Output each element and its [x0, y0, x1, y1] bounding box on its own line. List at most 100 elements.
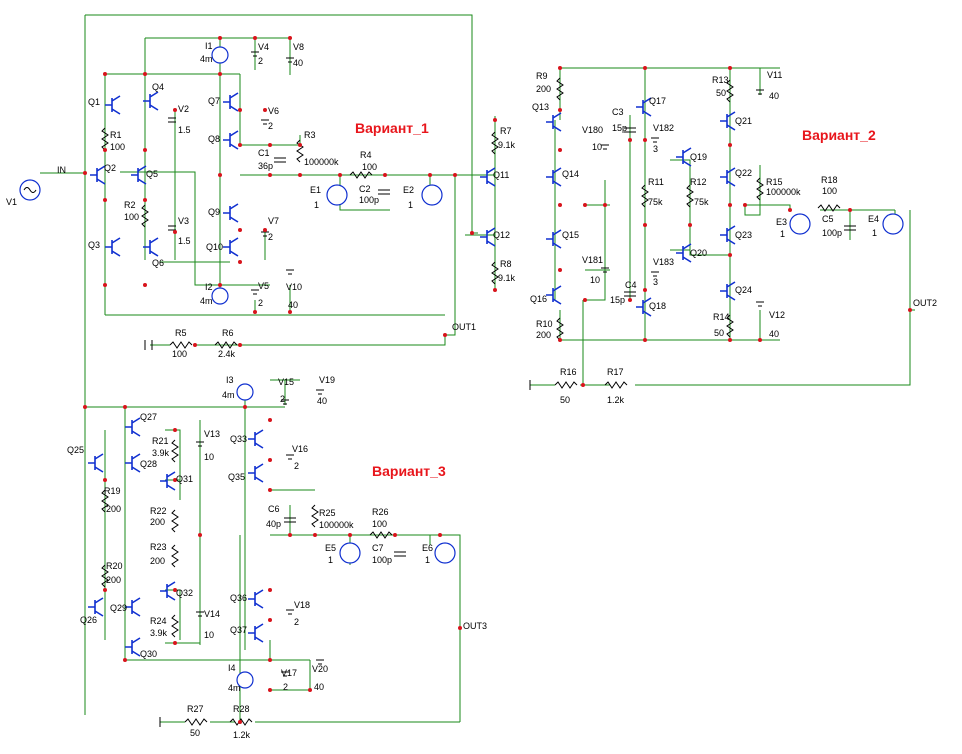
- component-label: R8: [500, 259, 512, 269]
- capacitors-and-sources: [168, 51, 856, 677]
- component-label: 1.2k: [233, 730, 251, 740]
- component-label: E6: [422, 543, 433, 553]
- component-label: Q5: [146, 169, 158, 179]
- component-label: 200: [106, 575, 121, 585]
- component-label: 100p: [822, 228, 842, 238]
- component-label: Q11: [493, 170, 509, 180]
- component-label: C5: [822, 214, 834, 224]
- component-label: Q12: [493, 230, 510, 240]
- component-label: 100: [124, 212, 139, 222]
- component-label: 40: [317, 396, 327, 406]
- vcvs-source-icon: [789, 213, 811, 235]
- component-label: 15p: [612, 123, 627, 133]
- transistors: [88, 91, 736, 657]
- component-label: 2: [294, 617, 299, 627]
- component-label: 2: [283, 682, 288, 692]
- component-label: 1.2k: [607, 395, 625, 405]
- component-label: 50: [560, 395, 570, 405]
- component-label: Q2: [104, 163, 116, 173]
- component-label: I4: [228, 663, 236, 673]
- component-label: OUT2: [913, 298, 937, 308]
- component-label: R2: [124, 200, 136, 210]
- component-label: V183: [653, 257, 674, 267]
- component-label: V4: [258, 42, 269, 52]
- component-label: V16: [292, 444, 308, 454]
- current-source-icon: [211, 287, 229, 305]
- component-label: E5: [325, 543, 336, 553]
- component-label: 100000k: [766, 187, 801, 197]
- title-variant-2: Вариант_2: [802, 127, 876, 143]
- component-label: 75k: [694, 197, 709, 207]
- component-label: R6: [222, 328, 234, 338]
- component-label: Q13: [532, 102, 549, 112]
- component-label: R23: [150, 542, 167, 552]
- sources: [19, 46, 904, 727]
- component-label: 40p: [266, 519, 281, 529]
- component-label: 100000k: [319, 520, 354, 530]
- component-label: V20: [312, 664, 328, 674]
- component-label: R5: [175, 328, 187, 338]
- component-label: Q1: [88, 97, 100, 107]
- component-label: R3: [304, 130, 316, 140]
- component-label: OUT1: [452, 322, 476, 332]
- component-label: V13: [204, 429, 220, 439]
- component-label: 75k: [648, 197, 663, 207]
- component-label: 10: [204, 452, 214, 462]
- component-label: R26: [372, 507, 389, 517]
- component-label: 2: [258, 56, 263, 66]
- component-label: 36p: [258, 161, 273, 171]
- component-label: Q26: [80, 615, 97, 625]
- component-label: E3: [776, 217, 787, 227]
- component-label: Q35: [228, 472, 245, 482]
- component-label: 1: [872, 228, 877, 238]
- component-label: 2: [280, 394, 285, 404]
- component-label: R22: [150, 506, 167, 516]
- title-variant-1: Вариант_1: [355, 120, 429, 136]
- component-label: 200: [536, 84, 551, 94]
- component-label: 100: [172, 349, 187, 359]
- component-label: 3.9k: [152, 448, 170, 458]
- component-label: V10: [286, 282, 302, 292]
- component-label: 2.4k: [218, 349, 236, 359]
- component-label: V14: [204, 609, 220, 619]
- component-label: R10: [536, 319, 553, 329]
- component-label: Q20: [690, 248, 707, 258]
- component-label: 4m: [228, 683, 241, 693]
- component-label: Q18: [649, 301, 666, 311]
- component-label: V8: [293, 42, 304, 52]
- component-label: 200: [106, 504, 121, 514]
- component-label: 100p: [372, 555, 392, 565]
- component-label: 200: [150, 556, 165, 566]
- component-label: 4m: [200, 54, 213, 64]
- component-label: Q22: [735, 168, 752, 178]
- component-label: 1.5: [178, 125, 191, 135]
- component-label: 50: [714, 328, 724, 338]
- component-label: Q28: [140, 459, 157, 469]
- component-label: R16: [560, 367, 577, 377]
- component-label: 4m: [200, 296, 213, 306]
- component-label: 3: [653, 277, 658, 287]
- component-label: Q19: [690, 152, 707, 162]
- component-label: 1.5: [178, 236, 191, 246]
- component-label: E4: [868, 214, 879, 224]
- component-label: V5: [258, 281, 269, 291]
- component-label: R17: [607, 367, 624, 377]
- component-label: R24: [150, 616, 167, 626]
- component-label: 1: [314, 200, 319, 210]
- component-label: 100000k: [304, 157, 339, 167]
- component-label: Q32: [176, 588, 193, 598]
- component-label: 4m: [222, 390, 235, 400]
- component-label: 1: [425, 555, 430, 565]
- component-label: I3: [226, 375, 234, 385]
- component-label: Q25: [67, 445, 84, 455]
- component-label: 2: [258, 298, 263, 308]
- component-label: V19: [319, 375, 335, 385]
- component-label: V181: [582, 255, 603, 265]
- component-label: 50: [716, 88, 726, 98]
- component-label: V11: [767, 70, 782, 80]
- component-label: 2: [268, 121, 273, 131]
- component-label: C6: [268, 504, 280, 514]
- component-label: Q14: [562, 169, 579, 179]
- component-label: Q27: [140, 412, 157, 422]
- vcvs-source-icon: [421, 184, 443, 206]
